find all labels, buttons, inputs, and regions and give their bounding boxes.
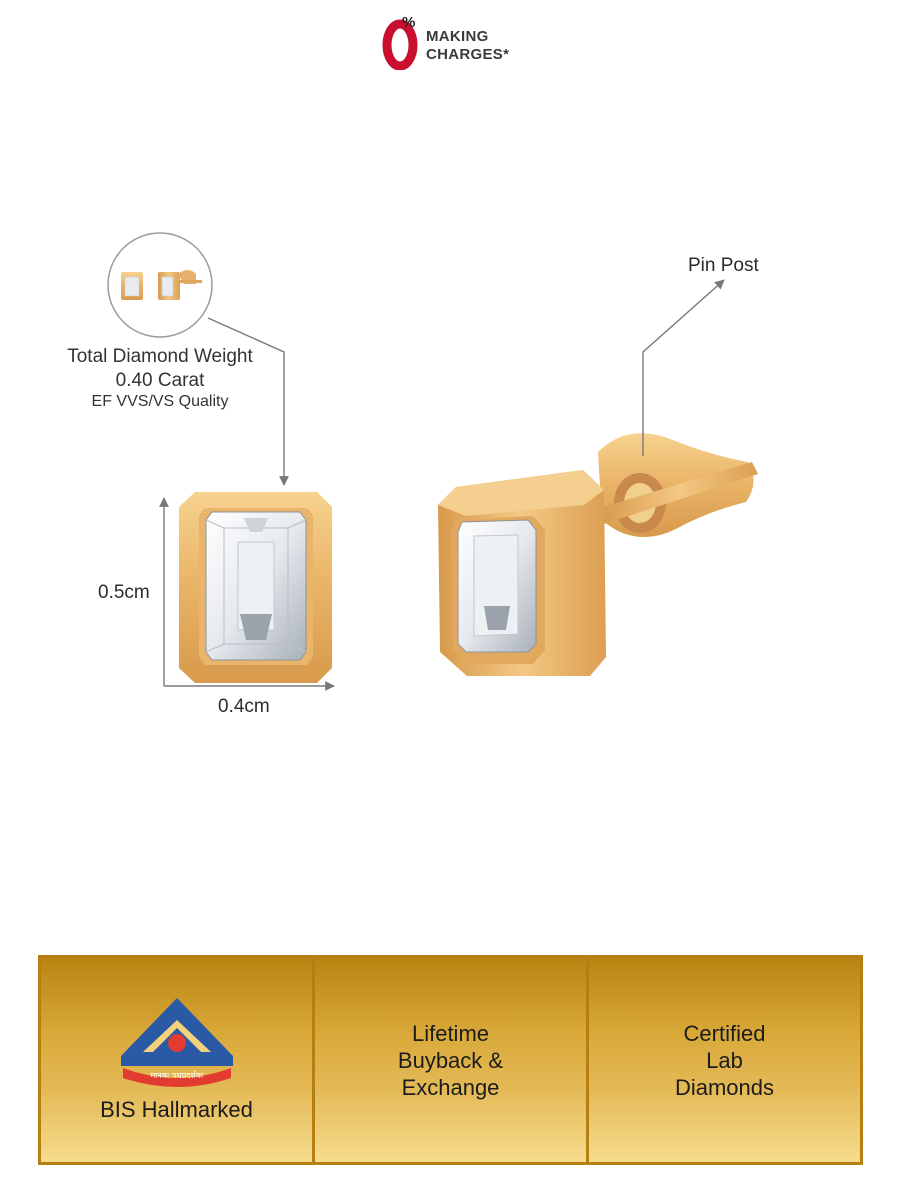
features-band: मानकः पथप्रदर्शकः BIS Hallmarked Lifetim… bbox=[38, 955, 863, 1165]
bis-logo-icon: मानकः पथप्रदर्शकः bbox=[120, 997, 233, 1087]
pin-post-label: Pin Post bbox=[688, 255, 759, 276]
product-illustration bbox=[107, 232, 758, 691]
badge-line-making: MAKING bbox=[426, 28, 489, 45]
height-dimension-label: 0.5cm bbox=[98, 582, 150, 603]
bis-logo-text: मानकः पथप्रदर्शकः bbox=[150, 1070, 204, 1080]
pin-post-leader-arrow bbox=[642, 279, 725, 456]
feature-lifetime-buyback: Lifetime Buyback & Exchange bbox=[315, 958, 589, 1162]
feature-certified-lab-diamonds: Certified Lab Diamonds bbox=[589, 958, 860, 1162]
carat-value: 0.40 Carat bbox=[115, 370, 205, 391]
thumbnail-circle bbox=[107, 232, 213, 338]
weight-leader-arrow bbox=[207, 317, 289, 486]
diamond-quality: EF VVS/VS Quality bbox=[91, 393, 229, 410]
side-view-earring bbox=[438, 433, 758, 676]
width-dimension-label: 0.4cm bbox=[218, 696, 270, 717]
front-view-earring bbox=[179, 492, 332, 683]
zero-percent-icon bbox=[382, 19, 418, 70]
zero-making-charges-badge: % MAKING CHARGES* bbox=[380, 12, 540, 70]
feature-label-bis: BIS Hallmarked bbox=[100, 1096, 253, 1122]
percent-sign: % bbox=[402, 14, 416, 31]
total-diamond-weight-label: Total Diamond Weight bbox=[67, 346, 253, 367]
feature-label-certified: Certified Lab Diamonds bbox=[674, 1020, 775, 1100]
feature-label-buyback: Lifetime Buyback & Exchange bbox=[397, 1020, 504, 1100]
badge-line-charges: CHARGES* bbox=[426, 46, 510, 63]
feature-bis-hallmarked: मानकः पथप्रदर्शकः BIS Hallmarked bbox=[41, 958, 315, 1162]
